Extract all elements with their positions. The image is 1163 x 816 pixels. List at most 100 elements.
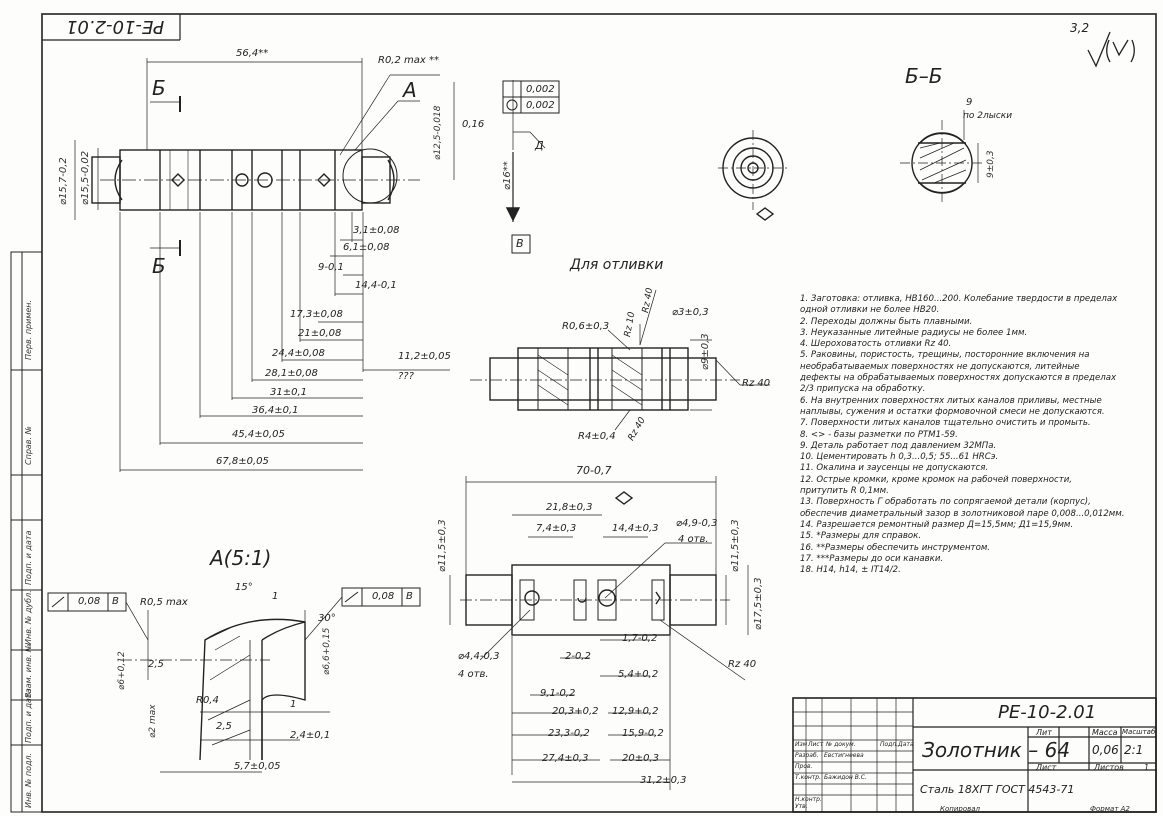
body-dim-5-4: 5,4+0,2: [618, 669, 659, 680]
title-scale: 2:1: [1124, 743, 1144, 757]
body-dim-20-3: 20,3+0,2: [552, 706, 599, 717]
roughness-value: 3,2: [1070, 21, 1090, 35]
note-line: 11. Окалина и заусенцы не допускаются.: [800, 463, 989, 474]
note-line: 12. Острые кромки, кроме кромок на рабоч…: [800, 474, 1073, 485]
stamp-podp-2: Подп. и дата: [24, 688, 33, 744]
stamp-inv-podl: Инв. № подл.: [24, 752, 33, 808]
body-dim-d17-5: ⌀17,5±0,3: [753, 577, 764, 630]
section-bb-title: Б–Б: [905, 64, 943, 88]
title-material: Сталь 18ХГТ ГОСТ 4543-71: [920, 783, 1075, 796]
note-line: 10. Цементировать h 0,3...0,5; 55...61 H…: [800, 452, 999, 463]
stamp-inv-dubl: Инв. № дубл.: [24, 590, 33, 645]
dim-36-4: 36,4±0,1: [252, 405, 299, 416]
title-row-list: Лист: [808, 741, 824, 748]
note-line: 6. На внутренних поверхностях литых кана…: [800, 395, 1102, 406]
dim-21: 21±0,08: [298, 328, 342, 339]
title-row-date: Дата: [898, 741, 914, 748]
cast-r0-6: R0,6±0,3: [562, 321, 610, 332]
cast-rz40-right: Rz 40: [742, 378, 771, 389]
bb-flats: по 2лыски: [963, 111, 1013, 121]
dim-3-1: 3,1±0,08: [353, 225, 400, 236]
detail-dim-d6: ⌀6+0,12: [117, 651, 127, 690]
title-nkontr: Н.контр.: [795, 796, 822, 803]
stamp-sprav: Справ. №: [24, 426, 33, 465]
detail-dim-1-bottom: 1: [290, 699, 297, 710]
note-line: 18. Н14, h14, ± IT14/2.: [800, 565, 901, 576]
body-dim-20: 20±0,3: [622, 753, 660, 764]
dim-r0-2: R0,2 max **: [378, 55, 439, 66]
body-dim-70: 70-0,7: [576, 464, 612, 477]
detail-angle-15: 15°: [235, 582, 253, 593]
title-block-lines: [792, 697, 1157, 813]
detail-dim-2-4: 2,4±0,1: [290, 730, 331, 741]
title-utv: Утв.: [795, 803, 808, 810]
title-kopiroval: Копировал: [940, 805, 980, 813]
detail-dim-2-5-top: 2,5: [148, 659, 164, 670]
title-tkontr-name: Бажидон В.С.: [824, 774, 867, 781]
title-row-doc: № докум.: [826, 741, 856, 748]
dim-28-1: 28,1±0,08: [265, 368, 318, 379]
detail-a-view: [47, 587, 421, 773]
stamp-podp-1: Подп. и дата: [24, 530, 33, 586]
body-dim-23-3: 23,3-0,2: [548, 728, 590, 739]
note-line: 1. Заготовка: отливка, НВ160...200. Коле…: [800, 294, 1118, 304]
dim-67-8: 67,8±0,05: [216, 456, 269, 467]
label-b-top: Б: [152, 76, 166, 100]
dim-56-4: 56,4**: [236, 48, 269, 59]
dim-14-4: 14,4-0,1: [355, 280, 397, 291]
label-b-bottom: Б: [152, 254, 166, 278]
title-razrab-name: Евстигнеева: [824, 752, 864, 759]
title-sheets-count: 1: [1144, 763, 1150, 772]
body-view: [449, 476, 749, 790]
section-bb-view: [900, 110, 985, 205]
end-view: [718, 130, 790, 221]
cast-r4: R4±0,4: [578, 431, 616, 442]
title-mass: 0,06: [1092, 743, 1119, 757]
note-line: необрабатываемых поверхностях не допуска…: [800, 361, 1080, 372]
note-line: 3. Неуказанные литейные радиусы не более…: [800, 327, 1028, 338]
title-row-sign: Подп.: [880, 741, 899, 748]
body-dim-7-4: 7,4±0,3: [536, 523, 577, 534]
body-dim-d4-4: ⌀4,4-0,3: [458, 651, 500, 662]
detail-tol-right-base: В: [406, 591, 413, 602]
label-v: В: [516, 237, 524, 250]
corner-designation: РЕ-10-2.01: [66, 16, 165, 37]
casting-view: [470, 289, 770, 431]
tol-roundness: 0,002: [526, 100, 555, 111]
dim-17-3: 17,3±0,08: [290, 309, 343, 320]
bb-dim-9-0-3: 9±0,3: [986, 150, 996, 178]
frame-lines: [10, 13, 1157, 813]
body-dim-21-8: 21,8±0,3: [546, 502, 593, 513]
dim-0-16: 0,16: [462, 119, 485, 130]
note-line: 2. Переходы должны быть плавными.: [800, 316, 973, 327]
title-razrab: Разраб.: [795, 752, 819, 759]
note-line: 13. Поверхность Г обработать по сопрягае…: [800, 497, 1091, 508]
dim-question: ???: [398, 371, 414, 382]
dim-24-4: 24,4±0,08: [272, 348, 325, 359]
main-dim-lines: [119, 212, 450, 472]
detail-dim-2-5-bottom: 2,5: [216, 721, 232, 732]
title-prov: Пров.: [795, 763, 813, 770]
dim-31: 31±0,1: [270, 387, 308, 398]
dim-d16: ⌀16**: [502, 161, 513, 190]
tol-flatness: 0,002: [526, 84, 555, 95]
dim-d15-5: ⌀15,5-0,02: [80, 150, 91, 205]
title-part-name: Золотник – 64: [922, 738, 1071, 762]
note-line: 16. **Размеры обеспечить инструментом.: [800, 542, 991, 553]
detail-d2-max: ⌀2 max: [148, 704, 158, 738]
body-dim-9-1: 9,1-0,2: [540, 688, 576, 699]
detail-tol-right: 0,08: [372, 591, 395, 602]
detail-r0-4: R0,4: [196, 695, 219, 706]
title-lit-header: Лит: [1036, 728, 1052, 737]
note-line: 8. <> - базы разметки по РТМ1-59.: [800, 429, 958, 440]
detail-r0-5: R0,5 max: [140, 597, 188, 608]
body-dim-d11-5-right: ⌀11,5±0,3: [730, 519, 741, 572]
detail-tol-left: 0,08: [78, 596, 101, 607]
body-dim-2: 2-0,2: [565, 651, 591, 662]
technical-notes: 1. Заготовка: отливка, НВ160...200. Коле…: [800, 294, 1152, 576]
note-line: 9. Деталь работает под давлением 32МПа.: [800, 440, 997, 451]
casting-title: Для отливки: [570, 257, 664, 273]
title-mass-header: Масса: [1092, 728, 1118, 737]
stamp-perv-primen: Перв. примен.: [24, 299, 33, 360]
body-dim-31-2: 31,2±0,3: [640, 775, 687, 786]
